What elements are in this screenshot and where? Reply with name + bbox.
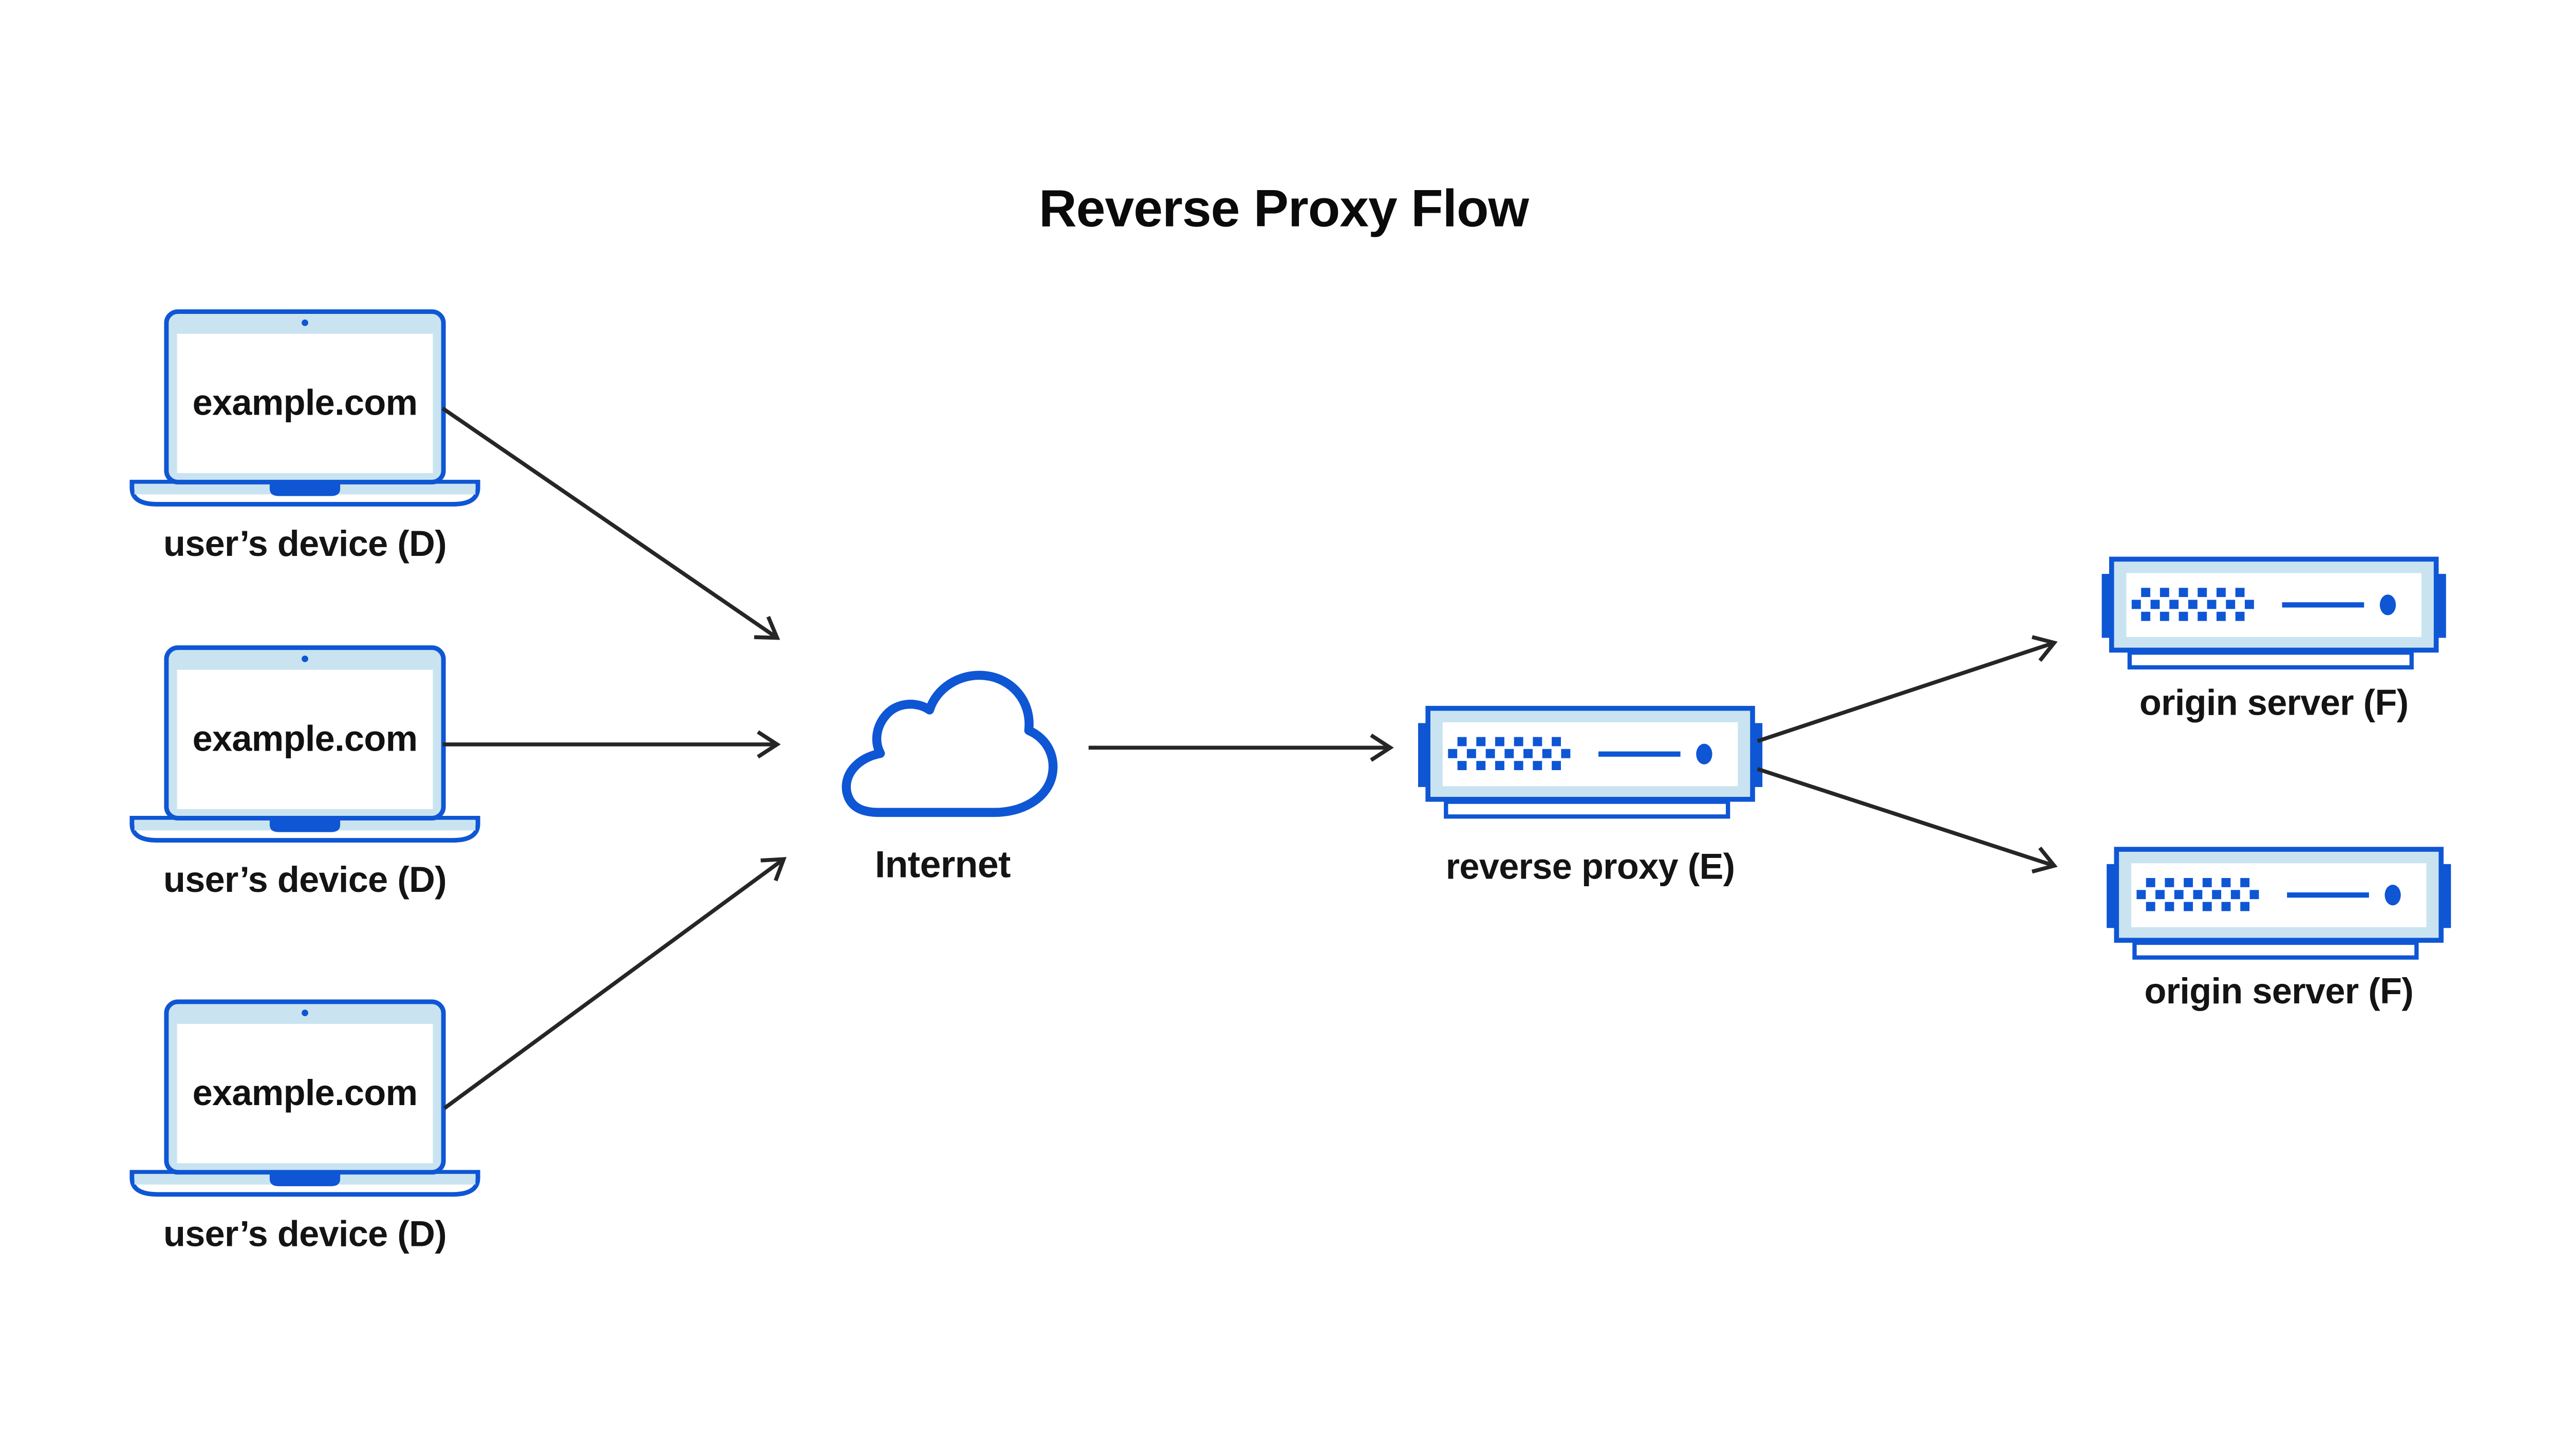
- flow-arrows: [441, 406, 2058, 1110]
- arrowhead-icon: [2032, 635, 2058, 662]
- arrowhead-icon: [2032, 846, 2058, 874]
- arrowhead-icon: [1370, 733, 1394, 762]
- user-device-3-label: user’s device (D): [163, 1213, 446, 1254]
- cloud-icon: [842, 670, 1058, 817]
- arrow-device1-to-internet: [441, 406, 780, 640]
- internet-label: Internet: [875, 843, 1011, 885]
- arrowhead-icon: [760, 857, 787, 882]
- reverse-proxy-label: reverse proxy (E): [1446, 846, 1735, 887]
- arrow-internet-to-proxy: [1088, 733, 1394, 762]
- arrow-device3-to-internet: [443, 857, 787, 1110]
- arrow-device2-to-internet: [442, 730, 781, 759]
- server-icon: [1418, 708, 1762, 817]
- page-title: Reverse Proxy Flow: [1039, 179, 1530, 238]
- user-device-2: example.com: [132, 648, 478, 841]
- origin-server-1-label: origin server (F): [2139, 682, 2408, 722]
- device-screen-text: example.com: [193, 382, 418, 423]
- user-device-3: example.com: [132, 1002, 478, 1194]
- arrow-proxy-to-origin1: [1757, 635, 2058, 743]
- device-screen-text: example.com: [193, 1072, 418, 1113]
- reverse-proxy: [1418, 708, 1762, 817]
- arrowhead-icon: [754, 615, 780, 640]
- user-device-1-label: user’s device (D): [163, 523, 446, 564]
- origin-server-2-label: origin server (F): [2144, 970, 2413, 1011]
- user-device-1: example.com: [132, 312, 478, 505]
- internet: [842, 670, 1058, 817]
- origin-server-2: [2107, 849, 2451, 958]
- origin-server-1: [2102, 559, 2446, 667]
- server-icon: [2102, 559, 2446, 667]
- server-icon: [2107, 849, 2451, 958]
- device-screen-text: example.com: [193, 718, 418, 759]
- user-device-2-label: user’s device (D): [163, 859, 446, 900]
- arrow-proxy-to-origin2: [1757, 767, 2058, 874]
- arrowhead-icon: [757, 730, 781, 759]
